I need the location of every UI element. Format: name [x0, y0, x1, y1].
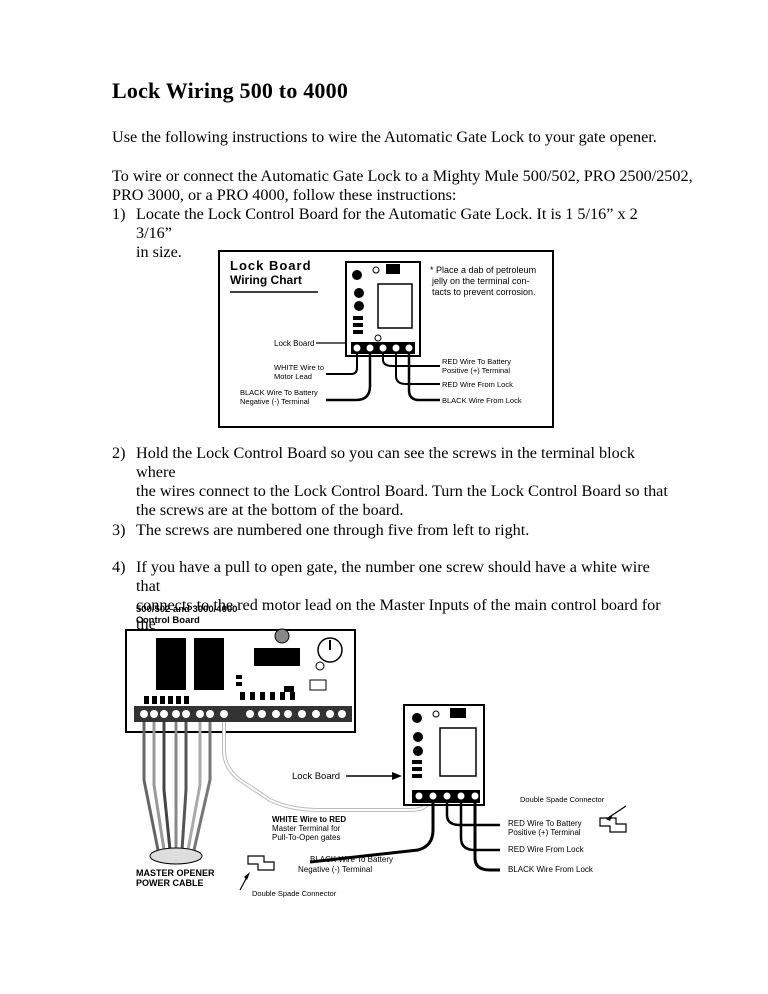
black-wire-label-1: BLACK Wire To Battery	[240, 388, 318, 397]
red-battery-label-1: RED Wire To Battery	[508, 819, 582, 828]
arrow-icon	[392, 772, 402, 780]
lock-board-illustration	[403, 704, 485, 806]
note-line2: jelly on the terminal con-	[431, 276, 530, 286]
step-line: in size.	[136, 243, 182, 261]
step-line: The screws are numbered one through five…	[136, 521, 530, 539]
red-battery-label-2: Positive (+) Terminal	[442, 366, 510, 375]
step-line: Locate the Lock Control Board for the Au…	[136, 205, 638, 242]
screw-icon	[392, 344, 400, 352]
master-cable-label-1: MASTER OPENER	[136, 868, 215, 878]
double-spade-connector-icon	[599, 817, 627, 833]
screw-icon	[405, 344, 413, 352]
note-line1: * Place a dab of petroleum	[430, 265, 536, 275]
power-cable	[142, 722, 212, 851]
black-lock-label: BLACK Wire From Lock	[508, 865, 594, 874]
step-number: 2)	[112, 444, 126, 462]
black-wire-label-2: Negative (-) Terminal	[240, 397, 310, 406]
page-title: Lock Wiring 500 to 4000	[112, 78, 349, 103]
lock-board-label: Lock Board	[274, 339, 314, 348]
step-line: the wires connect to the Lock Control Bo…	[136, 482, 668, 500]
black-battery-label-1: BLACK Wire To Battery	[310, 855, 393, 864]
step-line: the screws are at the bottom of the boar…	[136, 501, 404, 519]
terminal-strip	[134, 706, 352, 722]
chart-title-line2: Wiring Chart	[230, 273, 302, 287]
step-number: 1)	[112, 205, 126, 223]
white-wire	[222, 722, 432, 812]
control-board-title-1: 500/502 and 3000/4000	[136, 604, 237, 615]
component-icon	[352, 270, 362, 280]
step-line: connects to the red motor lead on the Ma…	[136, 596, 661, 633]
step-number: 4)	[112, 558, 126, 576]
step-line: Hold the Lock Control Board so you can s…	[136, 444, 635, 481]
black-battery-wire	[309, 803, 435, 864]
red-lock-label: RED Wire From Lock	[508, 845, 585, 854]
double-spade-connector-icon	[247, 855, 275, 871]
black-lock-label: BLACK Wire From Lock	[442, 396, 522, 405]
lock-board-wiring-chart: Lock Board Wiring Chart * Place a dab of…	[218, 250, 554, 428]
para2-line2: PRO 3000, or a PRO 4000, follow these in…	[112, 186, 457, 204]
intro-paragraph: Use the following instructions to wire t…	[112, 128, 657, 146]
black-battery-label-2: Negative (-) Terminal	[298, 865, 372, 874]
para2-line1: To wire or connect the Automatic Gate Lo…	[112, 167, 693, 185]
white-wire-label-2: Master Terminal for	[272, 824, 341, 833]
master-cable-label-2: POWER CABLE	[136, 878, 204, 888]
step-number: 3)	[112, 521, 126, 539]
screw-icon	[379, 344, 387, 352]
red-lock-label: RED Wire From Lock	[442, 380, 513, 389]
control-board-title-2: Control Board	[136, 615, 200, 626]
lock-board-label: Lock Board	[292, 771, 340, 782]
control-board-wiring-diagram: 500/502 and 3000/4000 Control Board	[125, 604, 627, 898]
white-wire-label-1: WHITE Wire to	[274, 363, 324, 372]
note-line3: tacts to prevent corrosion.	[432, 287, 536, 297]
red-battery-label-1: RED Wire To Battery	[442, 357, 511, 366]
lock-board-illustration	[345, 261, 421, 357]
double-spade-bottom-label: Double Spade Connector	[252, 889, 337, 898]
double-spade-top-label: Double Spade Connector	[520, 795, 605, 804]
step-line: If you have a pull to open gate, the num…	[136, 558, 650, 595]
main-control-board	[125, 628, 356, 733]
white-wire-label-2: Motor Lead	[274, 372, 312, 381]
screw-icon	[353, 344, 361, 352]
white-wire-label-3: Pull-To-Open gates	[272, 833, 340, 842]
red-battery-label-2: Positive (+) Terminal	[508, 828, 581, 837]
white-wire-label-1: WHITE Wire to RED	[272, 815, 346, 824]
chart-title-line1: Lock Board	[230, 258, 312, 273]
screw-icon	[366, 344, 374, 352]
